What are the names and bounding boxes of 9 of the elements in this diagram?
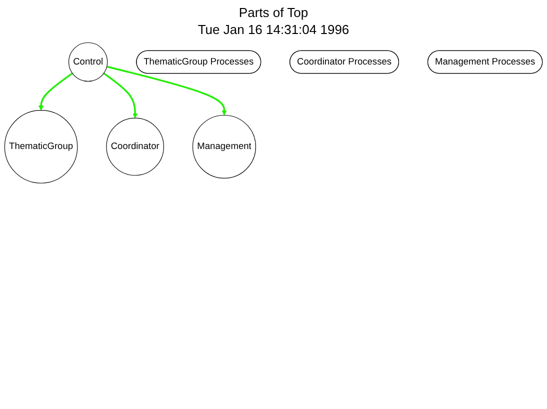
arrow [38, 72, 73, 111]
date-label: Tue Jan 16 14:31:04 1996 [198, 21, 350, 38]
node-circle: Coordinator [106, 118, 164, 176]
node-circle: Control [68, 42, 108, 82]
arrow [106, 66, 227, 116]
node-circle: ThematicGroup [4, 110, 78, 184]
node-circle: Management [192, 114, 256, 178]
arrow [103, 72, 138, 118]
diagram-title: Parts of Top [238, 4, 308, 21]
